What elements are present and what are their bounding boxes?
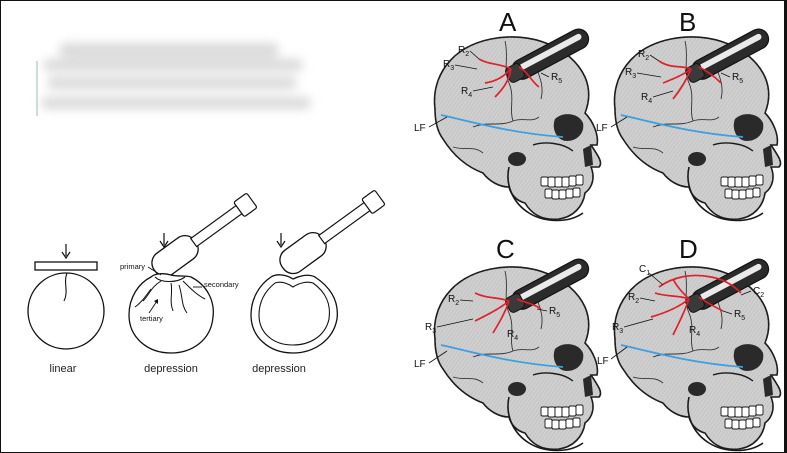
- flat-impactor: [34, 261, 98, 271]
- panel-d-r5: R5: [734, 309, 745, 322]
- linear-fracture-diagram: linear: [27, 244, 105, 375]
- panel-a-r3: R3: [443, 59, 454, 72]
- depression-fracture-diagram-1: primary secondary tertiary depression: [120, 193, 257, 375]
- panel-c-lf: LF: [414, 359, 426, 370]
- panel-a-r5: R5: [551, 72, 562, 85]
- linear-crack: [63, 272, 68, 302]
- panel-b-r5: R5: [732, 72, 743, 85]
- caption-linear: linear: [50, 363, 77, 375]
- panel-c-r2: R2: [448, 294, 459, 307]
- label-secondary: secondary: [204, 280, 239, 289]
- panel-c-r5: R5: [549, 306, 560, 319]
- panel-d-r3: R3: [612, 322, 623, 335]
- linear-skull-circle: [27, 272, 105, 350]
- panel-b: B R2 R3 R4 R5 LF: [596, 7, 782, 222]
- hammer-icon: [151, 193, 257, 278]
- panel-b-r2: R2: [638, 49, 649, 62]
- panel-b-r4: R4: [641, 92, 652, 105]
- label-tertiary: tertiary: [140, 314, 163, 323]
- panel-d-lf: LF: [597, 356, 609, 367]
- panel-a: A R2 R3 R4 R5 LF: [414, 7, 602, 222]
- panel-b-r3: R3: [625, 67, 636, 80]
- panel-c-letter: C: [496, 234, 515, 264]
- panel-c-r3: R3: [425, 322, 436, 335]
- panel-b-lf: LF: [596, 123, 608, 134]
- caption-depression-1: depression: [144, 363, 198, 375]
- panel-d: D C1 C2 R2 R3 R4 R5 LF: [597, 234, 782, 452]
- panel-d-c1: C1: [639, 264, 650, 277]
- panel-b-letter: B: [679, 7, 696, 37]
- panel-a-r2: R2: [458, 45, 469, 58]
- panel-d-letter: D: [679, 234, 698, 264]
- fracture-mechanism-figure: linear primary secondary: [27, 190, 385, 375]
- hammer-icon-2: [279, 190, 385, 275]
- panel-a-letter: A: [499, 7, 517, 37]
- caption-depression-2: depression: [252, 363, 306, 375]
- panel-d-c2: C2: [753, 286, 764, 299]
- label-primary: primary: [120, 262, 145, 271]
- panel-a-r4: R4: [461, 86, 472, 99]
- redacted-text-block: [36, 43, 311, 116]
- panel-d-r4: R4: [689, 325, 700, 338]
- depression-fracture-diagram-2: depression: [250, 190, 385, 375]
- panel-a-lf: LF: [414, 123, 426, 134]
- panel-d-r2: R2: [628, 292, 639, 305]
- panel-c-r4: R4: [507, 329, 518, 342]
- panel-c: C R2 R3 R4 R5 LF: [414, 234, 602, 452]
